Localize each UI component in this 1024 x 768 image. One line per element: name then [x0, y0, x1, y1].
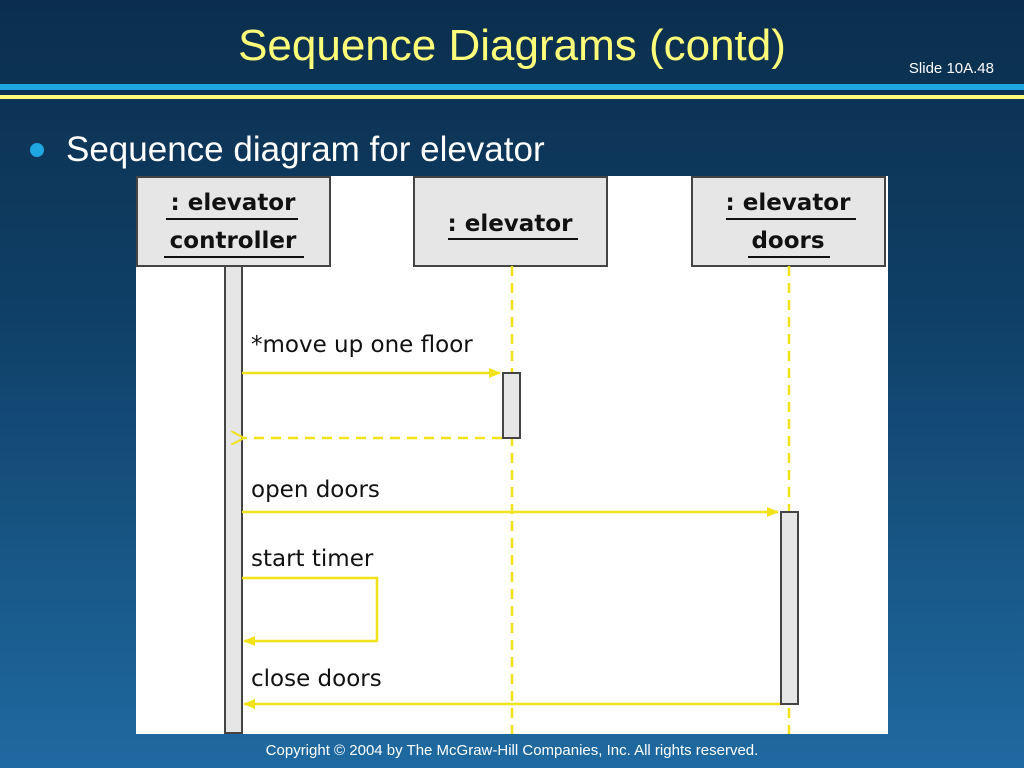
title-divider-yellow: [0, 95, 1024, 99]
sequence-diagram: : elevator controller : elevator : eleva…: [136, 176, 888, 734]
message-label-start-timer: start timer: [251, 546, 374, 572]
copyright-footer: Copyright © 2004 by The McGraw-Hill Comp…: [265, 742, 759, 759]
object-label-line1: : elevator: [448, 211, 574, 237]
object-label-line1: : elevator: [171, 190, 297, 216]
object-elevator-doors: : elevator doors: [691, 176, 886, 267]
slide-title: Sequence Diagrams (contd): [238, 21, 786, 70]
bullet-item: Sequence diagram for elevator: [30, 126, 545, 174]
object-label-line2: controller: [170, 228, 297, 254]
object-elevator-controller: : elevator controller: [136, 176, 331, 267]
title-divider-blue: [0, 84, 1024, 90]
message-label-open-doors: open doors: [251, 477, 380, 503]
message-arrow-start-timer: [242, 576, 379, 646]
bullet-dot-icon: [30, 143, 44, 157]
object-elevator: : elevator: [413, 176, 608, 267]
message-label-move-up: *move up one floor: [251, 332, 473, 358]
message-label-close-doors: close doors: [251, 666, 382, 692]
object-label-line2: doors: [751, 228, 824, 254]
bullet-text: Sequence diagram for elevator: [66, 130, 545, 169]
object-label-line1: : elevator: [726, 190, 852, 216]
activation-bar-controller: [224, 265, 243, 734]
activation-bar-elevator: [502, 372, 521, 439]
slide-number: Slide 10A.48: [908, 60, 994, 77]
activation-bar-doors: [780, 511, 799, 705]
